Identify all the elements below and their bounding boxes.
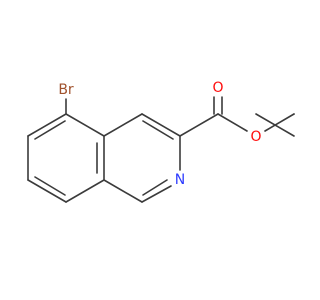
bond-ester-o-ch2: [264, 113, 295, 132]
ester-oxygen-label: O: [250, 129, 261, 145]
bond-c8-c8a: [65, 179, 105, 203]
nitrogen-label: N: [175, 172, 185, 188]
bond-c5-c6: [27, 113, 67, 137]
carbonyl-oxygen-label: O: [212, 80, 223, 96]
bromine-label: Br: [58, 82, 74, 98]
bond-c7-c8: [27, 179, 67, 203]
bond-ethyl: [255, 113, 295, 137]
bond-c3-carbonyl: [179, 113, 219, 137]
bond-n2-c1: [141, 185, 172, 203]
molecule-structure: Br N O O: [27, 80, 295, 203]
bond-c4-c3: [141, 113, 181, 137]
bond-c4a-c4: [103, 113, 143, 137]
bond-carbonyl-ester-o: [217, 113, 248, 132]
bond-c4a-c5: [65, 113, 105, 137]
structure-canvas: Br N O O: [27, 80, 295, 203]
bond-c1-c8a: [103, 179, 143, 203]
double-bond-c7-c8: [34, 176, 66, 196]
double-bond-c4-c3: [142, 120, 174, 140]
double-bond-c5-c6: [34, 120, 66, 140]
double-bond-n2-c1: [142, 179, 168, 196]
